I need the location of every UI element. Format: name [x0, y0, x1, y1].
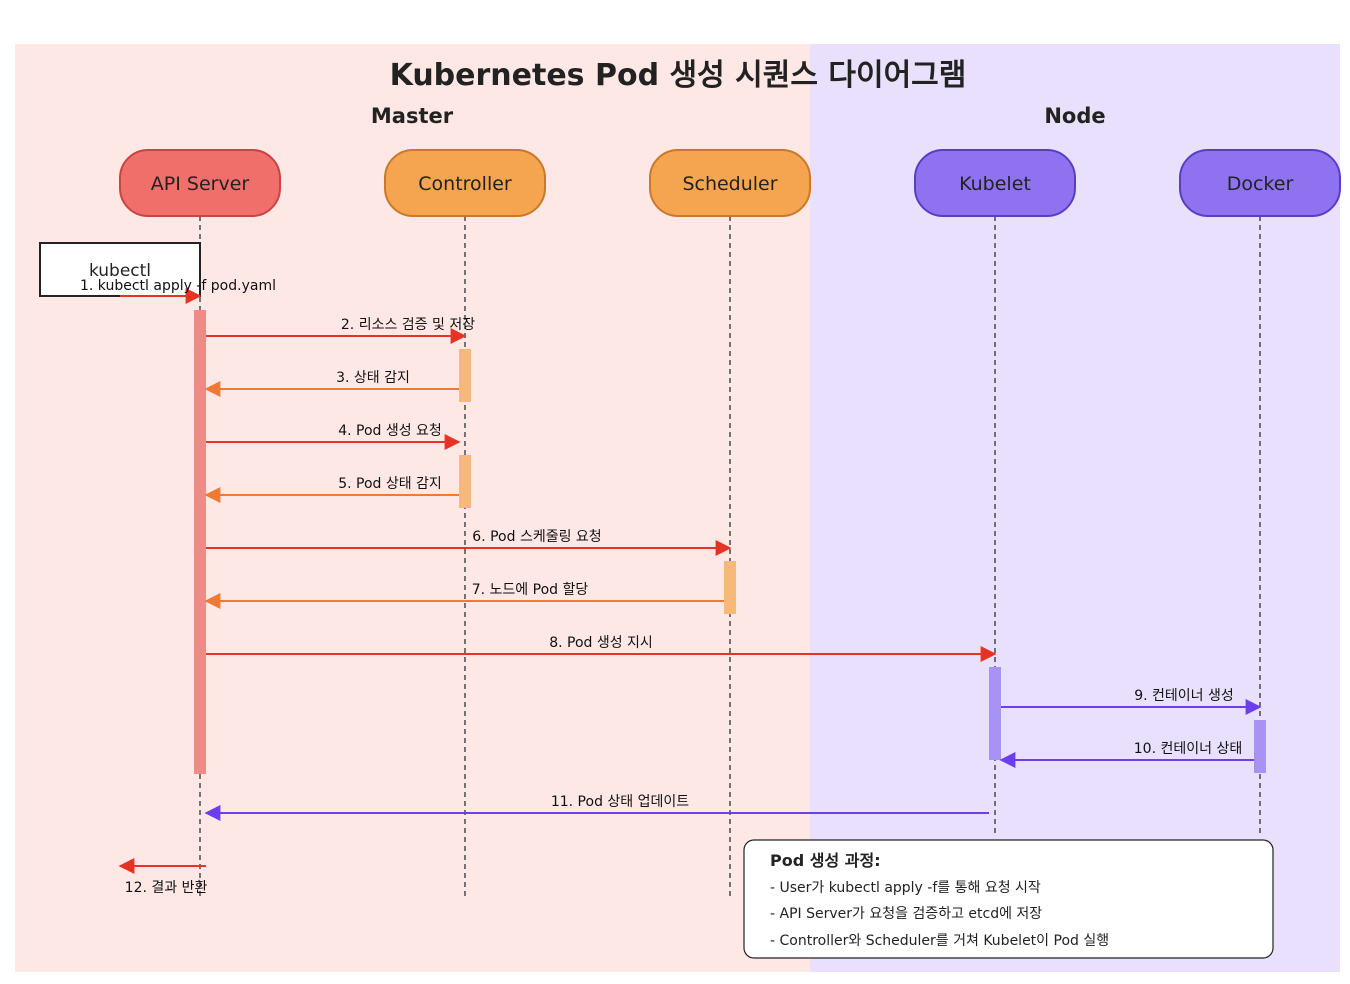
activation-controller-2: [459, 455, 471, 508]
actor-docker-label: Docker: [1227, 173, 1294, 195]
message-11-label: 11. Pod 상태 업데이트: [551, 794, 689, 810]
activation-api-server: [194, 310, 206, 774]
actor-docker[interactable]: Docker: [1179, 149, 1341, 217]
message-5-label: 5. Pod 상태 감지: [338, 476, 442, 492]
message-7: 7. 노드에 Pod 할당: [204, 582, 724, 609]
message-3: 3. 상태 감지: [204, 370, 459, 397]
actor-scheduler[interactable]: Scheduler: [649, 149, 811, 217]
note-box: Pod 생성 과정: - User가 kubectl apply -f를 통해 …: [743, 839, 1274, 959]
actor-scheduler-label: Scheduler: [682, 173, 777, 195]
group-label-node: Node: [1044, 104, 1105, 128]
actor-kubelet-label: Kubelet: [959, 173, 1031, 195]
message-1-label: 1. kubectl apply -f pod.yaml: [80, 278, 276, 294]
activation-docker: [1254, 720, 1266, 773]
message-7-label: 7. 노드에 Pod 할당: [472, 582, 589, 598]
actor-api-server-label: API Server: [151, 173, 250, 195]
message-6: 6. Pod 스케줄링 요청: [206, 529, 732, 556]
message-9: 9. 컨테이너 생성: [1001, 688, 1262, 715]
message-12-label: 12. 결과 반환: [125, 880, 208, 896]
message-4-label: 4. Pod 생성 요청: [338, 423, 442, 439]
note-title: Pod 생성 과정:: [770, 851, 881, 870]
message-4: 4. Pod 생성 요청: [206, 423, 461, 450]
actor-kubectl-label: kubectl: [89, 261, 151, 281]
note-line-2: - API Server가 요청을 검증하고 etcd에 저장: [770, 906, 1042, 922]
actor-api-server[interactable]: API Server: [119, 149, 281, 217]
message-12: 12. 결과 반환: [118, 858, 208, 896]
message-9-label: 9. 컨테이너 생성: [1134, 688, 1234, 704]
activation-scheduler: [724, 561, 736, 614]
note-line-1: - User가 kubectl apply -f를 통해 요청 시작: [770, 880, 1041, 896]
message-5: 5. Pod 상태 감지: [204, 476, 459, 503]
note-line-3: - Controller와 Scheduler를 거쳐 Kubelet이 Pod…: [770, 933, 1109, 949]
group-label-master: Master: [371, 104, 454, 128]
diagram-title: Kubernetes Pod 생성 시퀀스 다이어그램: [390, 58, 967, 93]
message-6-label: 6. Pod 스케줄링 요청: [472, 529, 601, 545]
message-11: 11. Pod 상태 업데이트: [204, 794, 989, 821]
message-10-label: 10. 컨테이너 상태: [1134, 741, 1242, 757]
message-8: 8. Pod 생성 지시: [206, 635, 997, 662]
activation-controller-1: [459, 349, 471, 402]
message-2: 2. 리소스 검증 및 저장: [206, 317, 475, 344]
message-8-label: 8. Pod 생성 지시: [549, 635, 653, 651]
actor-controller-label: Controller: [418, 173, 512, 195]
actor-kubelet[interactable]: Kubelet: [914, 149, 1076, 217]
message-1: 1. kubectl apply -f pod.yaml: [80, 278, 276, 304]
message-10: 10. 컨테이너 상태: [999, 741, 1254, 768]
message-2-label: 2. 리소스 검증 및 저장: [341, 317, 475, 333]
actor-controller[interactable]: Controller: [384, 149, 546, 217]
activation-kubelet: [989, 667, 1001, 760]
actor-kubectl[interactable]: kubectl: [39, 242, 201, 297]
message-3-label: 3. 상태 감지: [336, 370, 410, 386]
